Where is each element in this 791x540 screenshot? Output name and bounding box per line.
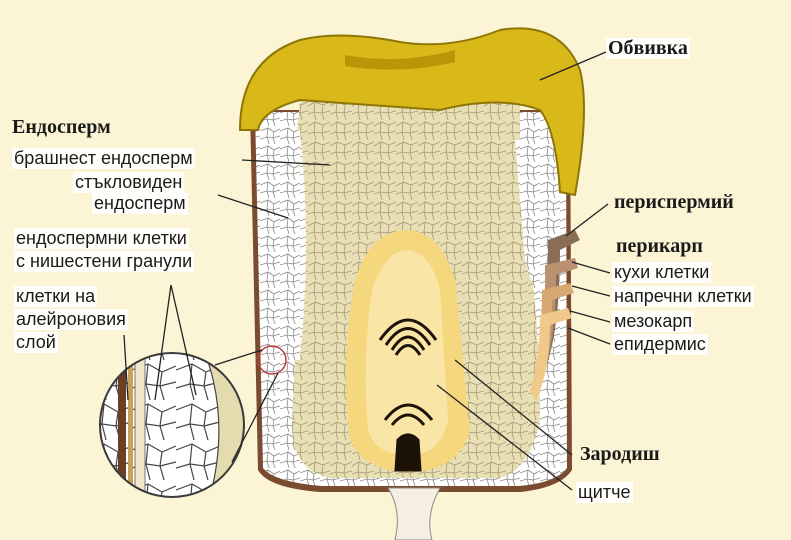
scutellum (366, 250, 448, 455)
label-perisperm: периспермий (612, 192, 736, 213)
label-coat: Обвивка (606, 38, 690, 59)
label-embryo: Зародиш (578, 444, 662, 465)
label-vitreous-2: ендосперм (92, 193, 188, 214)
label-endosperm-cells-2: с нишестени гранули (14, 251, 194, 272)
label-mesocarp: мезокарп (612, 311, 694, 332)
label-epidermis: епидермис (612, 334, 708, 355)
magnified-view (100, 353, 244, 497)
label-vitreous-1: стъкловиден (73, 172, 184, 193)
label-cross-cells: напречни клетки (612, 286, 754, 307)
label-aleurone-2: алейроновия (14, 309, 128, 330)
label-endosperm: Ендосперм (10, 117, 113, 138)
label-hollow-cells: кухи клетки (612, 262, 711, 283)
tip-cap (388, 488, 440, 540)
label-pericarp: перикарп (614, 236, 705, 257)
vitreous-endosperm-left (265, 130, 306, 360)
label-floury-endosperm: брашнест ендосперм (12, 148, 195, 169)
label-aleurone-3: слой (14, 332, 58, 353)
label-aleurone-1: клетки на (14, 286, 97, 307)
label-scutellum: щитче (576, 482, 633, 503)
label-endosperm-cells-1: ендоспермни клетки (14, 228, 189, 249)
